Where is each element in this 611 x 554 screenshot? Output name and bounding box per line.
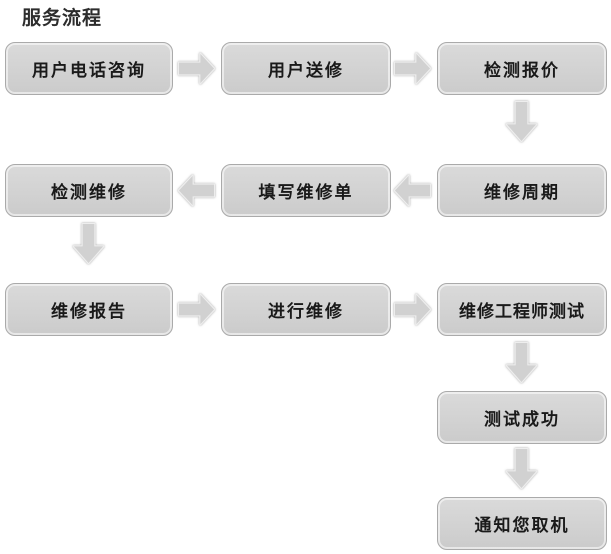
page-title: 服务流程 <box>22 8 103 29</box>
flow-step-user-phone-consult: 用户电话咨询 <box>5 42 173 95</box>
arrow-down-icon <box>503 100 540 143</box>
flow-step-perform-repair: 进行维修 <box>221 283 391 336</box>
flow-step-repair-report: 维修报告 <box>5 283 173 336</box>
arrow-left-icon <box>393 172 432 209</box>
flow-step-engineer-test: 维修工程师测试 <box>437 283 607 336</box>
arrow-left-icon <box>177 172 216 209</box>
flow-step-user-sends-repair: 用户送修 <box>221 42 391 95</box>
arrow-down-icon <box>70 222 107 265</box>
flow-step-notify-pickup: 通知您取机 <box>437 497 607 550</box>
arrow-right-icon <box>393 291 432 328</box>
arrow-down-icon <box>503 447 540 490</box>
flow-step-test-success: 测试成功 <box>437 391 607 444</box>
arrow-right-icon <box>393 50 432 87</box>
arrow-right-icon <box>177 50 216 87</box>
flow-step-inspection-quote: 检测报价 <box>437 42 607 95</box>
arrow-down-icon <box>503 341 540 384</box>
flow-step-repair-cycle: 维修周期 <box>437 164 607 217</box>
flow-step-fill-repair-form: 填写维修单 <box>221 164 391 217</box>
flow-step-inspection-repair: 检测维修 <box>5 164 173 217</box>
arrow-right-icon <box>177 291 216 328</box>
